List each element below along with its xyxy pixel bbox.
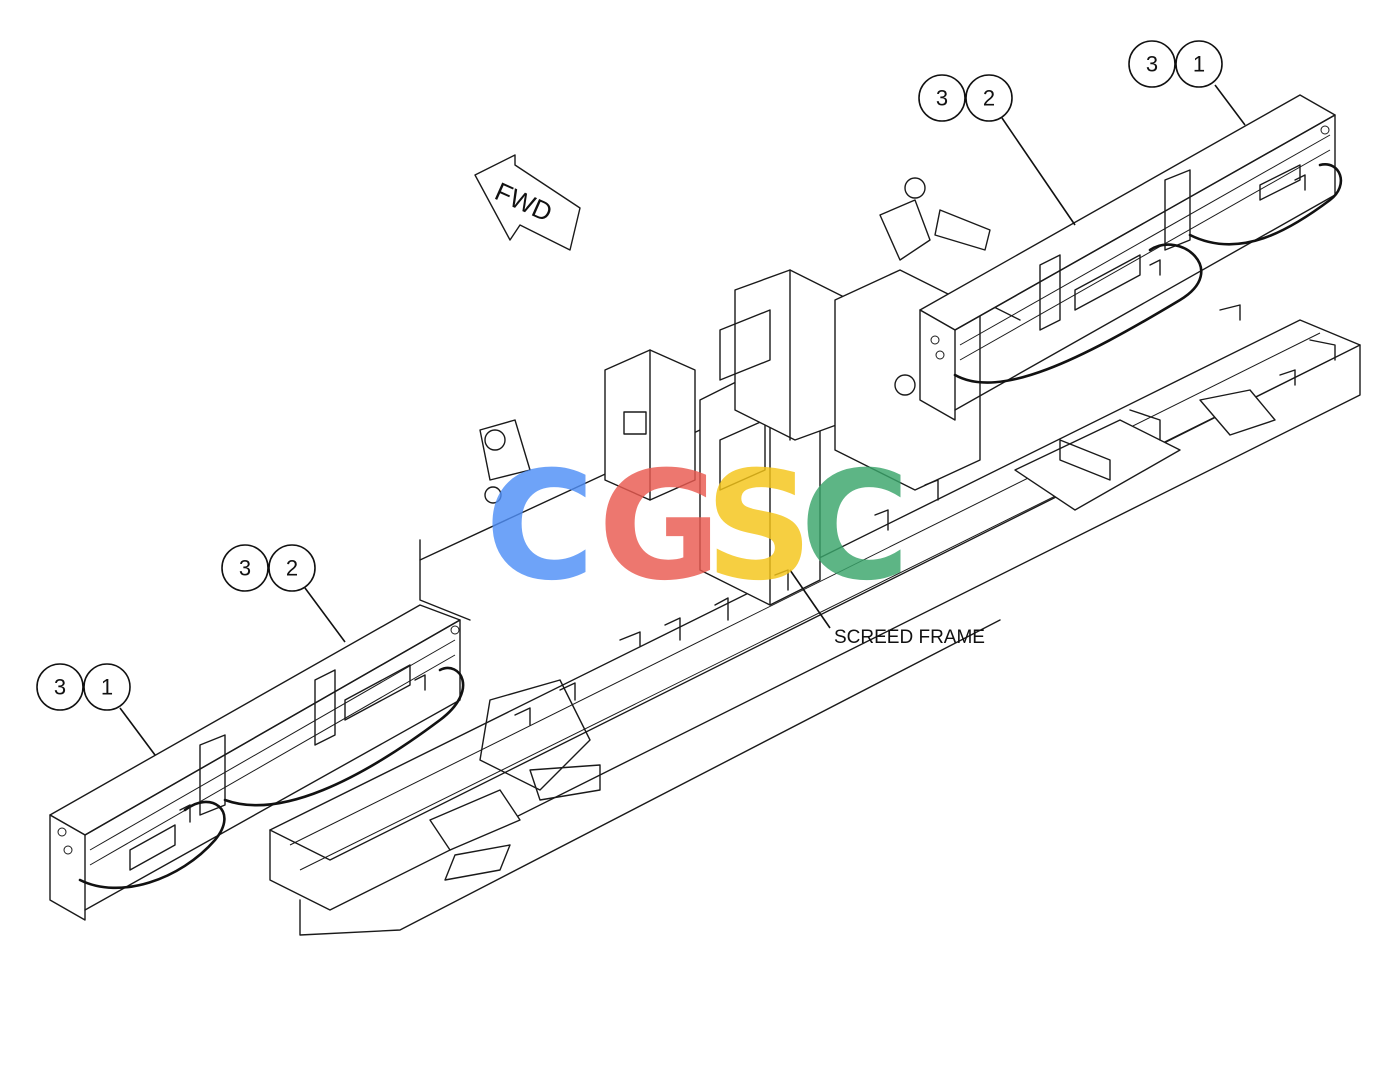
callout-number: 3	[54, 675, 66, 700]
leader-lines	[119, 84, 1246, 756]
watermark-letter: C	[485, 440, 595, 614]
callout-number: 2	[286, 556, 298, 581]
bar-assembly-top-right	[919, 94, 1343, 421]
callout-group-top-mid: 3 2	[918, 74, 1013, 122]
screed-frame-label: SCREED FRAME	[834, 627, 985, 648]
callout-group-left-low: 3 1	[36, 663, 131, 711]
callout-group-left-mid: 3 2	[221, 544, 316, 592]
callout-number: 3	[1146, 52, 1158, 77]
watermark-letter: C	[800, 440, 910, 614]
callout-group-top-right: 3 1	[1128, 40, 1223, 88]
watermark-letter: S	[705, 440, 813, 614]
watermark-letter: G	[598, 440, 721, 614]
callout-number: 1	[101, 675, 113, 700]
callout-number: 1	[1193, 52, 1205, 77]
watermark-logo: C G S C	[485, 440, 910, 614]
callout-number: 3	[936, 86, 948, 111]
callout-number: 2	[983, 86, 995, 111]
bar-assembly-lower-left	[49, 604, 465, 921]
callout-number: 3	[239, 556, 251, 581]
forward-direction-arrow: FWD	[474, 154, 581, 251]
